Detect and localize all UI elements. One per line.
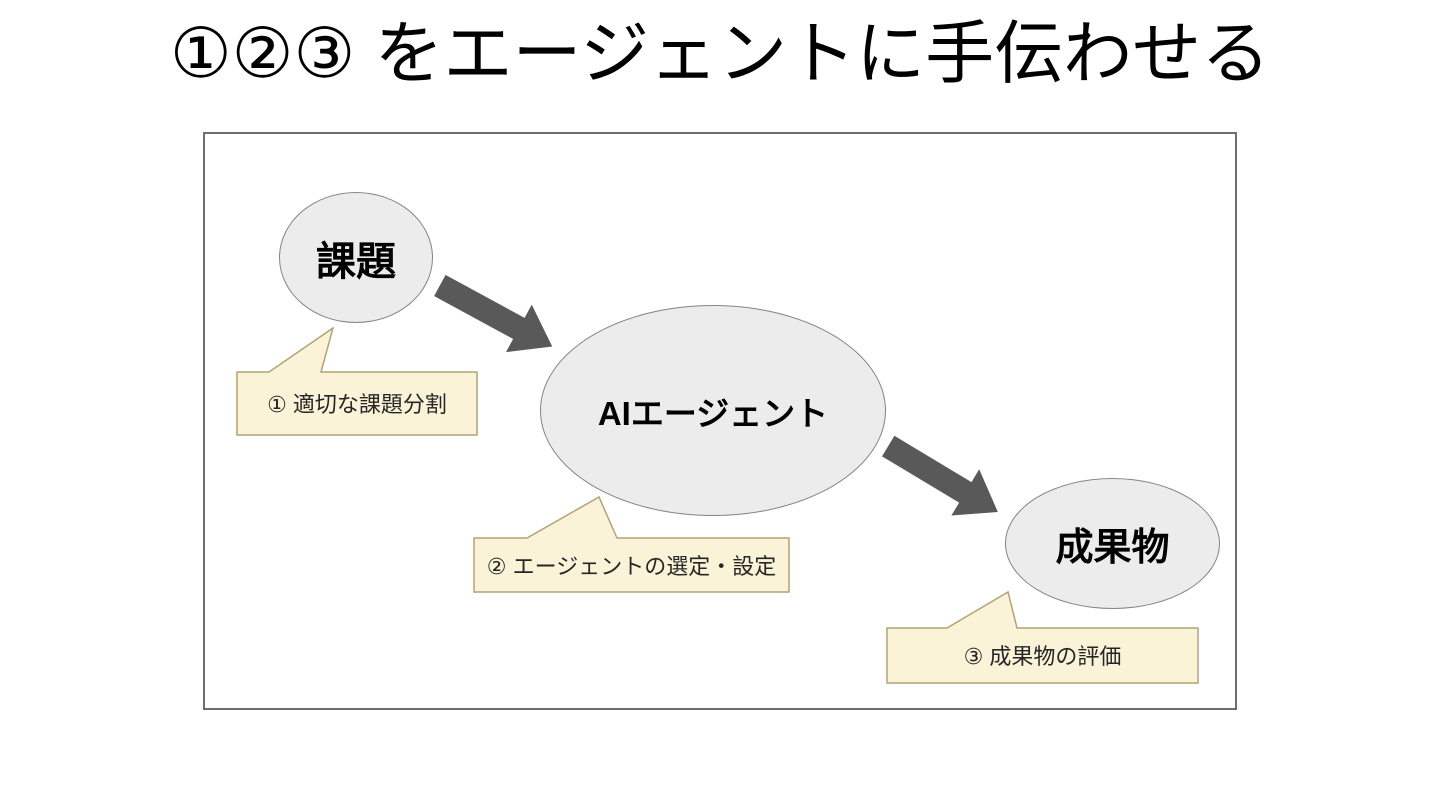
callout-step1-bubble [236,327,478,436]
node-deliverable: 成果物 [1005,478,1220,609]
node-ai-agent-label: AIエージェント [597,394,829,432]
node-task-label: 課題 [316,239,396,284]
slide-title: ①②③ をエージェントに手伝わせる [169,15,1271,92]
callout-step2: ② エージェントの選定・設定 [474,537,789,592]
callout-step3: ③ 成果物の評価 [887,627,1198,683]
node-deliverable-label: 成果物 [1055,527,1170,569]
callout-step3-label: ③ 成果物の評価 [963,644,1122,669]
callout-step3-bubble [886,591,1199,684]
callout-step2-bubble [473,496,790,593]
node-ai-agent: AIエージェント [540,305,886,516]
callout-step1-label: ① 適切な課題分割 [267,392,447,417]
node-task: 課題 [279,192,433,323]
callout-step2-label: ② エージェントの選定・設定 [486,553,777,579]
arrow-icon [881,435,998,516]
arrow-agent-to-deliverable [874,423,1012,535]
arrow-task-to-agent [427,262,565,371]
callout-step1: ① 適切な課題分割 [237,371,477,435]
arrow-icon [434,274,553,353]
